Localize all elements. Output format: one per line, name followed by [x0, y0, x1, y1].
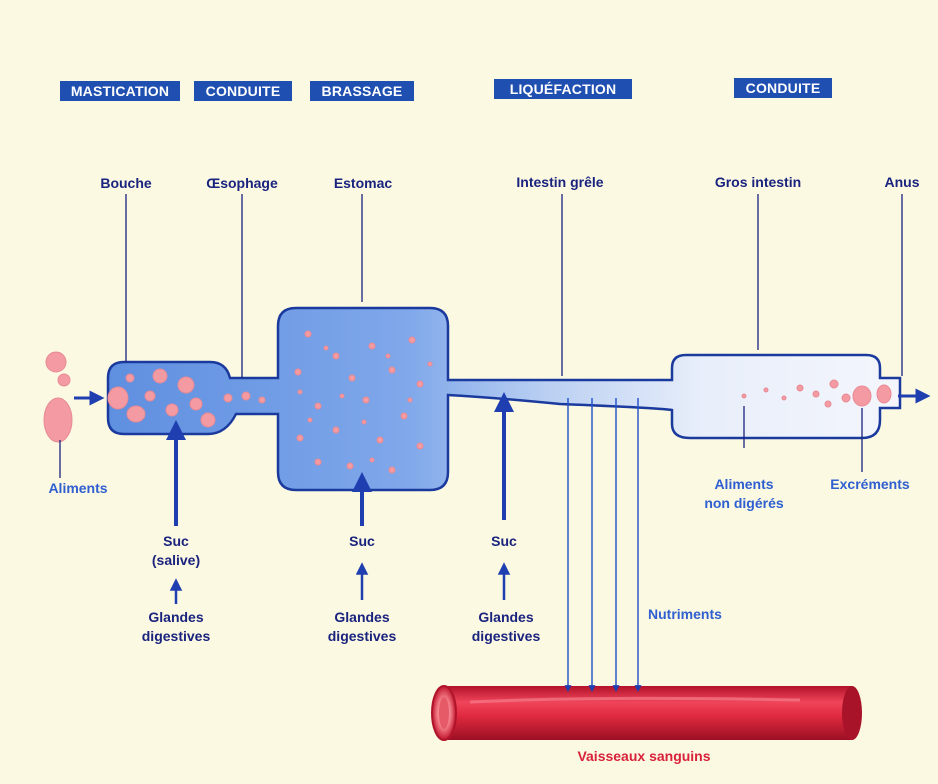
glands-stomach-line2: digestives	[327, 628, 397, 644]
label-juice-intestine: Suc	[491, 533, 517, 549]
label-glands-stomach: Glandes digestives	[312, 608, 412, 646]
undigested-line2: non digérés	[704, 495, 784, 511]
flow-arrows	[74, 388, 931, 604]
food-particles	[43, 330, 892, 474]
label-esophagus: Œsophage	[206, 175, 278, 191]
undigested-line1: Aliments	[714, 476, 774, 492]
phase-conduite-1: CONDUITE	[194, 81, 292, 101]
label-undigested: Aliments non digérés	[688, 475, 800, 513]
label-mouth: Bouche	[100, 175, 152, 191]
tract-outline	[106, 306, 902, 492]
label-glands-intestine: Glandes digestives	[456, 608, 556, 646]
glands-mouth-line1: Glandes	[148, 609, 204, 625]
label-large-intestine: Gros intestin	[714, 174, 802, 190]
label-nutrients: Nutriments	[648, 606, 722, 622]
label-blood-vessels: Vaisseaux sanguins	[577, 748, 711, 764]
label-excrement: Excréments	[830, 476, 910, 492]
phase-mastication: MASTICATION	[60, 81, 180, 101]
phase-conduite-2: CONDUITE	[734, 78, 832, 98]
label-stomach: Estomac	[333, 175, 393, 191]
juice-mouth-line2: (salive)	[151, 552, 201, 568]
nutrient-arrows	[564, 398, 642, 693]
juice-mouth-line1: Suc	[163, 533, 189, 549]
glands-mouth-line2: digestives	[141, 628, 211, 644]
label-juice-stomach: Suc	[349, 533, 375, 549]
label-small-intestine: Intestin grêle	[516, 174, 604, 190]
label-juice-mouth: Suc (salive)	[136, 532, 216, 570]
label-anus: Anus	[884, 174, 920, 190]
label-food: Aliments	[48, 480, 108, 496]
glands-intestine-line2: digestives	[471, 628, 541, 644]
glands-intestine-line1: Glandes	[478, 609, 534, 625]
glands-stomach-line1: Glandes	[334, 609, 390, 625]
digestive-tract	[106, 306, 902, 492]
blood-vessel	[431, 685, 862, 741]
pointer-lines	[59, 194, 903, 478]
phase-brassage: BRASSAGE	[310, 81, 414, 101]
label-glands-mouth: Glandes digestives	[126, 608, 226, 646]
phase-liquefaction: LIQUÉFACTION	[494, 79, 632, 99]
